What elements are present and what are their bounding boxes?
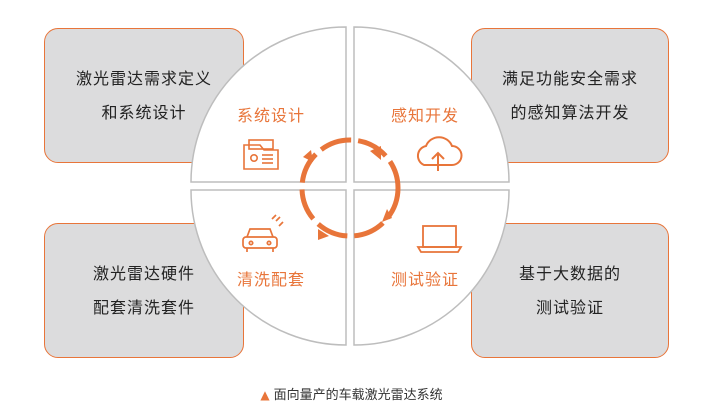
top-left-description-box: 激光雷达需求定义 和系统设计: [44, 28, 244, 163]
circle-quadrants: [190, 26, 510, 346]
top-left-description-line2: 和系统设计: [101, 102, 187, 122]
quadrant-label-perception-development: 感知开发: [390, 106, 460, 125]
caption-triangle-marker: ▲: [260, 388, 270, 402]
bottom-left-description-line1: 激光雷达硬件: [92, 263, 195, 283]
arrowhead-top-left: [303, 150, 313, 162]
top-right-description-line1: 满足功能安全需求: [501, 68, 638, 88]
arrowhead-bottom-left: [318, 229, 329, 240]
car-wash-icon: [242, 214, 284, 252]
top-right-description-line2: 的感知算法开发: [510, 102, 630, 122]
quadrant-label-test-validation: 测试验证: [390, 270, 460, 289]
quadrant-top-left: [190, 26, 347, 183]
laptop-icon: [416, 225, 463, 253]
caption-text: 面向量产的车载激光雷达系统: [273, 388, 443, 403]
bottom-right-description-box: 基于大数据的 测试验证: [471, 223, 669, 358]
quadrant-bottom-right: [353, 189, 510, 346]
quadrant-label-system-design: 系统设计: [236, 106, 306, 125]
quadrant-top-right: [353, 26, 510, 183]
system-design-icon: [243, 139, 279, 170]
cycle-arrows: [299, 137, 401, 239]
quadrant-bottom-left: [190, 189, 347, 346]
bottom-right-description-line2: 测试验证: [535, 297, 604, 317]
cycle-arrowheads: [303, 146, 392, 240]
arrowhead-bottom-right: [382, 209, 392, 222]
arrowhead-top-right: [370, 146, 381, 160]
top-left-description-line1: 激光雷达需求定义: [75, 68, 212, 88]
bottom-left-description-line2: 配套清洗套件: [92, 297, 195, 317]
bottom-right-description-line1: 基于大数据的: [518, 263, 621, 283]
quadrant-label-cleaning-kit: 清洗配套: [236, 270, 306, 289]
cloud-upload-icon: [416, 136, 463, 171]
figure-caption: ▲面向量产的车载激光雷达系统: [0, 384, 703, 403]
